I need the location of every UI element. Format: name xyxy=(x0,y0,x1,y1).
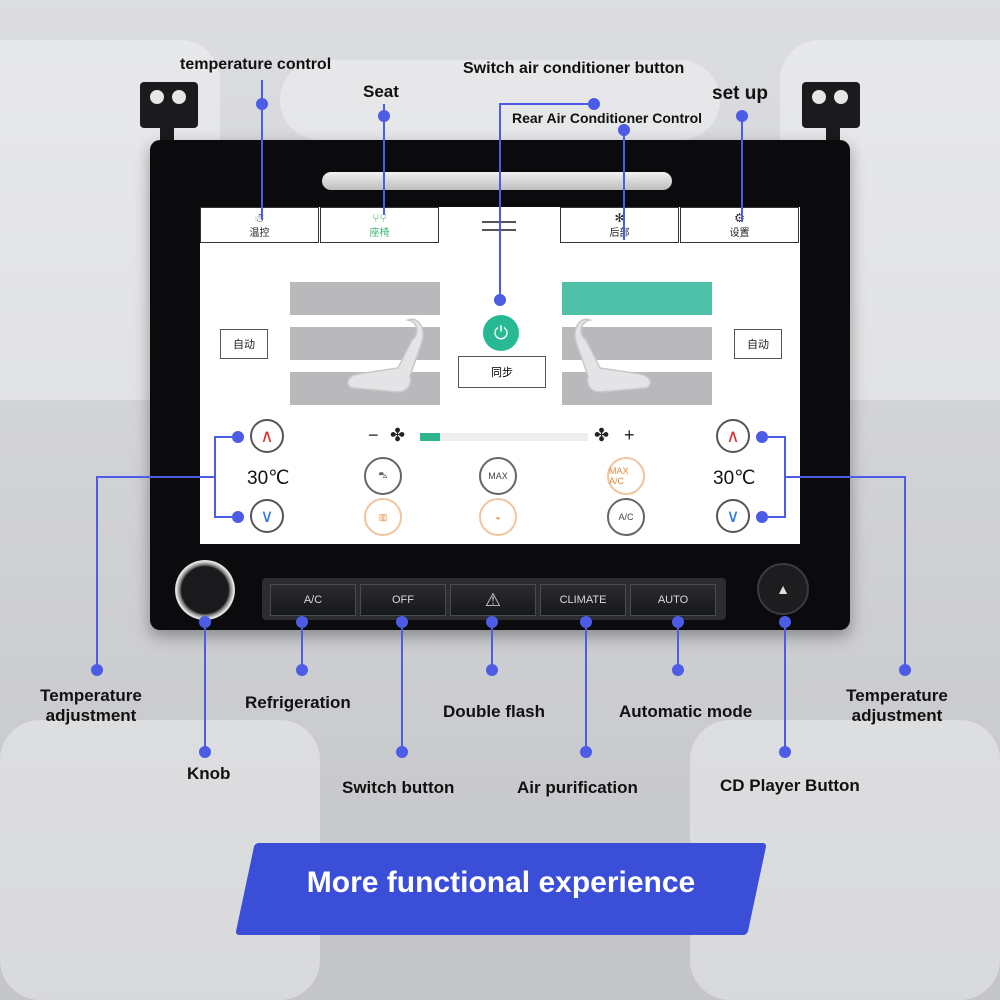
max-defrost-button[interactable]: MAX xyxy=(479,457,517,495)
vent-slot xyxy=(322,172,672,190)
fan-icon: ✤ xyxy=(594,425,610,445)
power-icon: ⏻ xyxy=(493,322,509,343)
climate-icon: ☃ xyxy=(254,210,265,225)
fan-slider[interactable] xyxy=(420,433,588,441)
mount-bracket xyxy=(802,82,860,128)
callout-double-flash: Double flash xyxy=(443,702,546,721)
hw-hazard-button[interactable]: ⚠ xyxy=(450,584,536,616)
hw-ac-button[interactable]: A/C xyxy=(270,584,356,616)
tab-label: 温控 xyxy=(249,227,270,239)
left-seat-level-3[interactable] xyxy=(290,282,440,315)
mount-bracket xyxy=(140,82,198,128)
callout-air-purification: Air purification xyxy=(517,778,638,797)
left-auto-button[interactable]: 自动 xyxy=(220,329,268,359)
tab-settings[interactable]: ⚙ 设置 xyxy=(680,207,799,243)
left-temp-up-button[interactable]: ∧ xyxy=(250,419,284,453)
chevron-down-icon: ∨ xyxy=(726,505,740,526)
front-defrost-button[interactable]: ◒ xyxy=(479,498,517,536)
power-button[interactable]: ⏻ xyxy=(483,315,519,351)
tab-bar: ☃ 温控 ⑂⑂ 座椅 ✻ 后部 ⚙ 设置 xyxy=(200,207,800,245)
chevron-up-icon: ∧ xyxy=(260,425,274,446)
chevron-down-icon: ∨ xyxy=(260,505,274,526)
rear-fan-icon: ✻ xyxy=(614,210,625,225)
right-seat-level-3[interactable] xyxy=(562,282,712,315)
car-recirc-icon: ⛍ xyxy=(378,470,388,480)
callout-switch-ac: Switch air conditioner button xyxy=(463,60,685,77)
tab-label: 座椅 xyxy=(369,227,390,239)
hw-auto-button[interactable]: AUTO xyxy=(630,584,716,616)
knob[interactable] xyxy=(175,560,235,620)
right-temp-down-button[interactable]: ∨ xyxy=(716,499,750,533)
left-seat-figure xyxy=(347,318,424,393)
hw-climate-button[interactable]: CLIMATE xyxy=(540,584,626,616)
tab-rear[interactable]: ✻ 后部 xyxy=(560,207,679,243)
tab-label: 后部 xyxy=(609,227,630,239)
callout-temp-adj-left: Temperature adjustment xyxy=(40,686,142,725)
tab-label: 设置 xyxy=(729,227,750,239)
callout-seat: Seat xyxy=(363,82,399,101)
max-ac-button[interactable]: MAX A/C xyxy=(607,457,645,495)
callout-temperature-control: temperature control xyxy=(180,56,332,73)
sync-button[interactable]: 同步 xyxy=(458,356,546,388)
tab-climate[interactable]: ☃ 温控 xyxy=(200,207,319,243)
fan-speed-control: − ✤ ✤ + xyxy=(368,425,640,447)
chevron-up-icon: ∧ xyxy=(726,425,740,446)
fan-icon: ✤ xyxy=(390,425,406,445)
cd-eject-button[interactable]: ▲ xyxy=(757,563,809,615)
fan-level-fill xyxy=(420,433,441,441)
callout-switch-button: Switch button xyxy=(342,778,455,797)
rear-defrost-button[interactable]: ▥ xyxy=(364,498,402,536)
left-temp-down-button[interactable]: ∨ xyxy=(250,499,284,533)
rear-defrost-icon: ▥ xyxy=(378,511,388,522)
callout-automatic-mode: Automatic mode xyxy=(619,702,753,721)
recirculation-button[interactable]: ⛍ xyxy=(364,457,402,495)
callout-knob: Knob xyxy=(187,764,231,783)
callout-set-up: set up xyxy=(712,83,768,104)
callout-refrigeration: Refrigeration xyxy=(245,693,351,712)
right-temp-up-button[interactable]: ∧ xyxy=(716,419,750,453)
front-defrost-icon: ◒ xyxy=(495,512,501,522)
fan-plus-button[interactable]: + xyxy=(624,425,635,445)
right-auto-button[interactable]: 自动 xyxy=(734,329,782,359)
callout-temp-adj-right: Temperature adjustment xyxy=(846,686,948,725)
callout-cd-player: CD Player Button xyxy=(720,776,860,795)
callout-rear-ac: Rear Air Conditioner Control xyxy=(512,110,703,126)
left-temperature: 30℃ xyxy=(247,468,290,489)
right-seat-figure xyxy=(574,318,651,393)
gear-icon: ⚙ xyxy=(734,210,745,225)
fan-minus-button[interactable]: − xyxy=(368,425,379,445)
hw-off-button[interactable]: OFF xyxy=(360,584,446,616)
ac-button[interactable]: A/C xyxy=(607,498,645,536)
feature-banner-text: More functional experience xyxy=(306,866,696,899)
right-temperature: 30℃ xyxy=(713,468,756,489)
